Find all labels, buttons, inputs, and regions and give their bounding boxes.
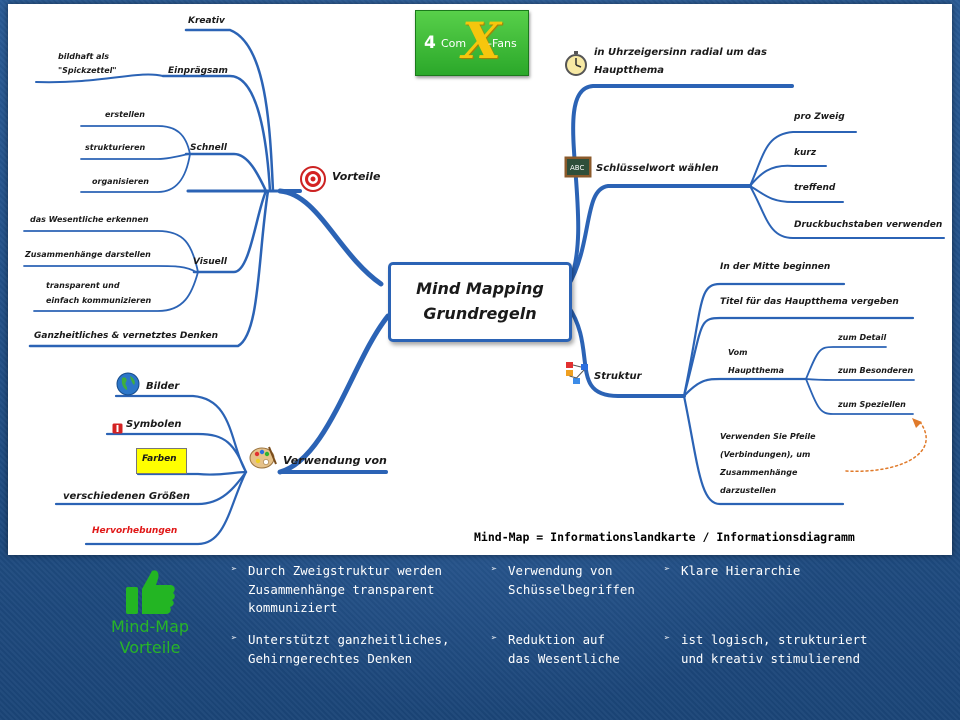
- node-kreativ: Kreativ: [188, 16, 225, 26]
- bullet-hierarchie-line1: Klare Hierarchie: [681, 563, 801, 578]
- node-bildhaft-line2: "Spickzettel": [58, 66, 117, 75]
- bullet-zweigstruktur-line3: kommuniziert: [248, 600, 338, 616]
- branch-lines: [23, 28, 945, 546]
- bullet-logisch: ➢ ist logisch, strukturiert und kreativ …: [664, 631, 868, 668]
- mind-map-canvas: 4 Com X -Fans Mind Mapping Grundregeln V…: [8, 4, 952, 555]
- node-zusammenhaenge: Zusammenhänge darstellen: [25, 250, 151, 259]
- logo-com: Com: [441, 37, 467, 50]
- bullet-arrow-icon: ➢: [664, 633, 671, 644]
- bullet-arrow-icon: ➢: [491, 633, 498, 644]
- globe-icon: [116, 372, 140, 400]
- logo-x: X: [462, 11, 501, 70]
- node-bilder: Bilder: [146, 381, 180, 392]
- node-treffend: treffend: [794, 183, 836, 193]
- node-druckbuchstaben: Druckbuchstaben verwenden: [794, 220, 943, 230]
- bullet-reduktion: ➢ Reduktion auf das Wesentliche: [491, 631, 620, 668]
- logo-fans: -Fans: [488, 37, 517, 50]
- central-topic-line1: Mind Mapping: [416, 279, 544, 299]
- bullet-arrow-icon: ➢: [491, 564, 498, 575]
- bullet-zweigstruktur: ➢ Durch Zweigstruktur werden Zusammenhän…: [231, 562, 442, 618]
- node-schluesselwort: Schlüsselwort wählen: [596, 163, 719, 174]
- node-symbolen: Symbolen: [126, 419, 182, 430]
- node-transparent-line1: transparent und: [46, 281, 120, 290]
- palette-icon: [249, 444, 277, 474]
- node-organisieren: organisieren: [92, 177, 149, 186]
- node-kurz: kurz: [794, 148, 817, 158]
- 4comx-fans-logo: 4 Com X -Fans: [415, 10, 529, 76]
- org-chart-icon: [564, 360, 590, 390]
- node-struktur: Struktur: [594, 371, 642, 382]
- node-titel: Titel für das Hauptthema vergeben: [720, 297, 899, 307]
- bullet-arrow-icon: ➢: [664, 564, 671, 575]
- thumb-label-line2: Vorteile: [119, 637, 181, 657]
- central-topic: Mind Mapping Grundregeln: [388, 262, 572, 342]
- node-vom-line1: Vom: [728, 348, 748, 357]
- node-hervorhebungen: Hervorhebungen: [92, 526, 178, 536]
- node-pfeile-line1: Verwenden Sie Pfeile: [720, 432, 816, 441]
- node-ganzheitlich: Ganzheitliches & vernetztes Denken: [34, 331, 219, 341]
- bullet-logisch-line2: und kreativ stimulierend: [681, 650, 861, 666]
- abc-board-icon: ABC: [564, 156, 592, 182]
- node-uhrzeiger-line1: in Uhrzeigersinn radial um das: [594, 47, 768, 58]
- stopwatch-icon: [564, 50, 588, 80]
- bullet-hierarchie: ➢ Klare Hierarchie: [664, 562, 801, 581]
- node-speziellen: zum Speziellen: [838, 400, 906, 409]
- node-pfeile-line4: darzustellen: [720, 486, 777, 495]
- node-pfeile-line3: Zusammenhänge: [720, 468, 798, 477]
- node-besonderen: zum Besonderen: [838, 366, 914, 375]
- bullet-ganzheitlich: ➢ Unterstützt ganzheitliches, Gehirngere…: [231, 631, 450, 668]
- node-detail: zum Detail: [838, 333, 887, 342]
- bullet-schluesselbegriffe-line1: Verwendung von: [508, 563, 613, 578]
- thumb-label-line1: Mind-Map: [110, 617, 190, 636]
- bullet-ganzheitlich-line1: Unterstützt ganzheitliches,: [248, 632, 450, 647]
- thumb-label: Mind-Map Vorteile: [95, 617, 205, 659]
- bullet-logisch-line1: ist logisch, strukturiert: [681, 632, 868, 647]
- bullet-schluesselbegriffe-line2: Schüsselbegriffen: [508, 581, 635, 597]
- node-strukturieren: strukturieren: [85, 143, 146, 152]
- node-pro-zweig: pro Zweig: [794, 112, 845, 122]
- node-wesentliche: das Wesentliche erkennen: [30, 215, 149, 224]
- bullet-reduktion-line1: Reduktion auf: [508, 632, 605, 647]
- node-vom-line2: Hauptthema: [728, 366, 785, 375]
- arrow-head: [912, 418, 922, 428]
- node-pfeile-line2: (Verbindungen), um: [720, 450, 811, 459]
- node-visuell: Visuell: [193, 257, 227, 267]
- bullet-reduktion-line2: das Wesentliche: [508, 650, 620, 666]
- node-einpraegsam: Einprägsam: [168, 66, 228, 76]
- node-bildhaft-line1: bildhaft als: [58, 52, 110, 61]
- bullet-arrow-icon: ➢: [231, 564, 238, 575]
- node-erstellen: erstellen: [105, 110, 145, 119]
- thumbs-up-icon: [122, 567, 178, 621]
- node-transparent-line2: einfach kommunizieren: [46, 296, 152, 305]
- node-mitte: In der Mitte beginnen: [720, 262, 831, 272]
- logo-four: 4: [424, 33, 436, 53]
- farben-highlight: [136, 448, 187, 474]
- node-groessen: verschiedenen Größen: [63, 491, 190, 502]
- branch-vorteile: Vorteile: [332, 170, 381, 183]
- node-schnell: Schnell: [190, 143, 227, 153]
- bullet-ganzheitlich-line2: Gehirngerechtes Denken: [248, 650, 413, 666]
- branch-verwendung: Verwendung von: [283, 454, 387, 467]
- svg-text:ABC: ABC: [570, 164, 584, 172]
- bullet-zweigstruktur-line2: Zusammenhänge transparent: [248, 581, 435, 597]
- bullet-arrow-icon: ➢: [231, 633, 238, 644]
- bullet-zweigstruktur-line1: Durch Zweigstruktur werden: [248, 563, 442, 578]
- pin-icon: [112, 419, 123, 438]
- target-icon: [300, 166, 326, 196]
- map-caption: Mind-Map = Informationslandkarte / Infor…: [474, 530, 855, 544]
- node-uhrzeiger-line2: Hauptthema: [594, 65, 665, 76]
- bullet-schluesselbegriffe: ➢ Verwendung von Schüsselbegriffen: [491, 562, 635, 599]
- central-topic-line2: Grundregeln: [423, 304, 537, 323]
- node-farben: Farben: [142, 454, 177, 464]
